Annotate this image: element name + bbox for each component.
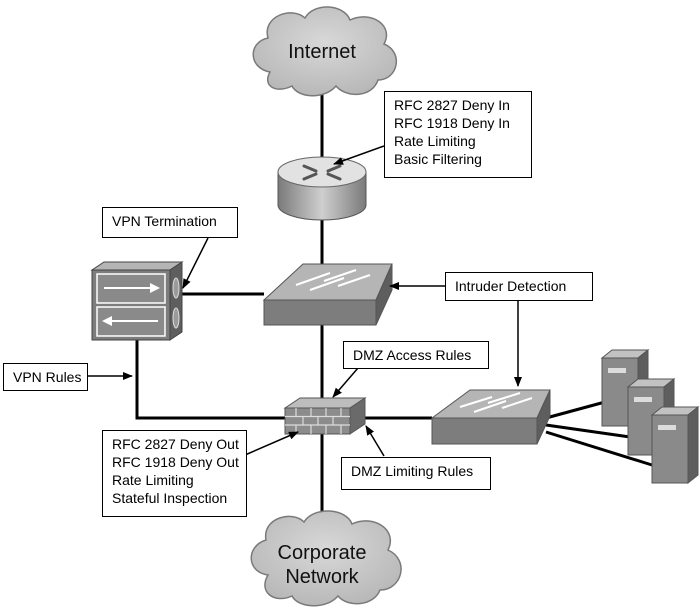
dmz-limiting-rules-arrow [365,425,385,457]
dmz-limiting-rules-callout: DMZ Limiting Rules [341,457,491,490]
internet-cloud-shape [252,6,398,97]
router-rules-callout: RFC 2827 Deny In RFC 1918 Deny In Rate L… [384,91,532,178]
firewall-rules-arrow [244,431,299,456]
dmz-switch-icon [430,389,551,445]
dmz-server-link-1 [545,400,606,420]
firewall-icon [283,397,367,435]
vpn-concentrator-icon [90,261,184,341]
router-rule-2: RFC 1918 Deny In [394,115,510,131]
firewall-rule-2: RFC 1918 Deny Out [112,454,239,470]
vpn-termination-arrow [182,237,209,289]
firewall-rules-callout: RFC 2827 Deny Out RFC 1918 Deny Out Rate… [102,430,247,517]
corporate-network-label-line2: Network [285,566,359,588]
dmz-access-rules-callout: DMZ Access Rules [343,341,489,369]
firewall-rule-4: Stateful Inspection [112,490,228,506]
router-rule-3: Rate Limiting [394,133,476,149]
intruder-detection-callout: Intruder Detection [445,272,593,301]
internet-label: Internet [288,41,356,63]
vpn-rules-callout: VPN Rules [3,363,88,391]
dmz-server-link-2 [545,423,631,439]
vpn-termination-callout: VPN Termination [102,207,238,238]
firewall-rule-1: RFC 2827 Deny Out [112,436,239,452]
router-rules-arrow [333,145,385,165]
core-switch-icon [262,263,393,326]
corporate-network-label: Corporate Network [262,541,382,589]
callout-arrows [88,145,522,457]
corporate-network-label-line1: Corporate [277,542,367,564]
vpn-firewall-link [135,340,285,420]
router-icon [277,156,367,221]
server-icon-3 [650,405,700,485]
firewall-rule-3: Rate Limiting [112,472,194,488]
router-rule-1: RFC 2827 Deny In [394,97,510,113]
dmz-access-rules-arrow [332,367,359,398]
router-rule-4: Basic Filtering [394,151,482,167]
corporate-cloud-shape [250,510,402,607]
dmz-server-link-3 [545,430,653,467]
